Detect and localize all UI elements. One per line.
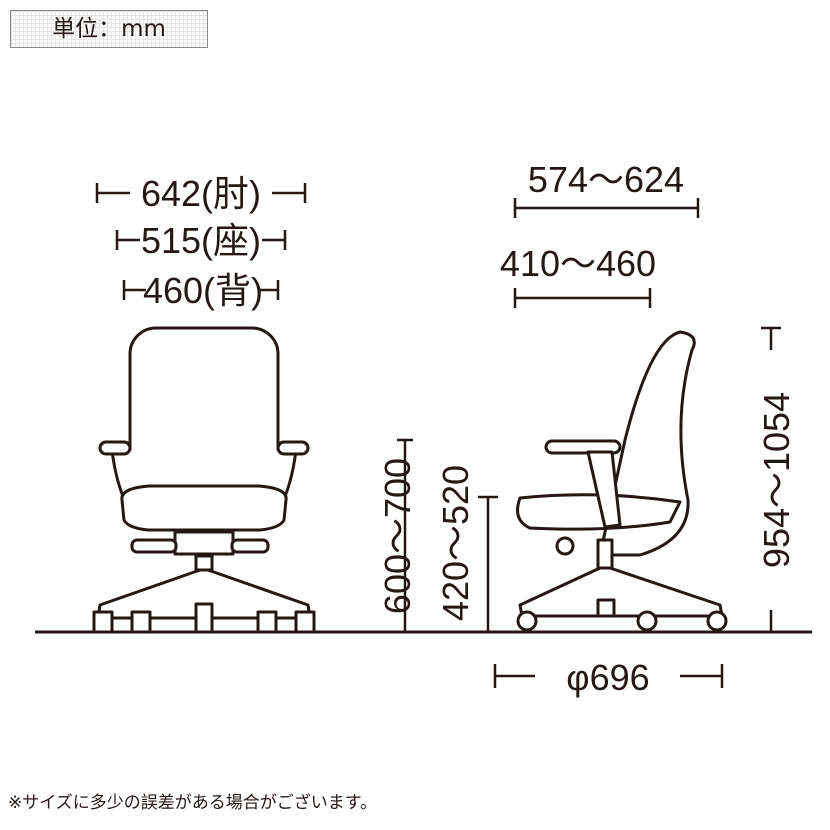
disclaimer-note: ※サイズに多少の誤差がある場合がございます。 [8,793,378,813]
base-diameter-label: φ696 [566,657,649,698]
seat-width-dimension: 515(座) [115,220,287,261]
total-height-dimension: 954～1054 [756,326,797,632]
total-depth-label: 574～624 [528,159,684,200]
back-width-dimension: 460(背) [122,270,280,311]
seat-height-label: 420～520 [435,465,476,621]
unit-label: 単位：mm [10,10,208,48]
side-view-chair [516,330,728,632]
seat-width-label: 515(座) [141,220,261,261]
base-diameter-dimension: φ696 [493,657,724,698]
armrest-height-dimension: 600～700 [377,438,418,632]
armrest-width-label: 642(肘) [141,173,261,214]
total-height-label: 954～1054 [756,392,797,568]
front-view-chair [92,326,316,634]
armrest-height-label: 600～700 [377,458,418,614]
seat-depth-dimension: 410～460 [500,243,656,308]
armrest-width-dimension: 642(肘) [95,173,307,214]
back-width-label: 460(背) [143,270,263,311]
total-depth-dimension: 574～624 [513,159,700,218]
seat-depth-label: 410～460 [500,243,656,284]
seat-height-dimension: 420～520 [435,465,498,632]
